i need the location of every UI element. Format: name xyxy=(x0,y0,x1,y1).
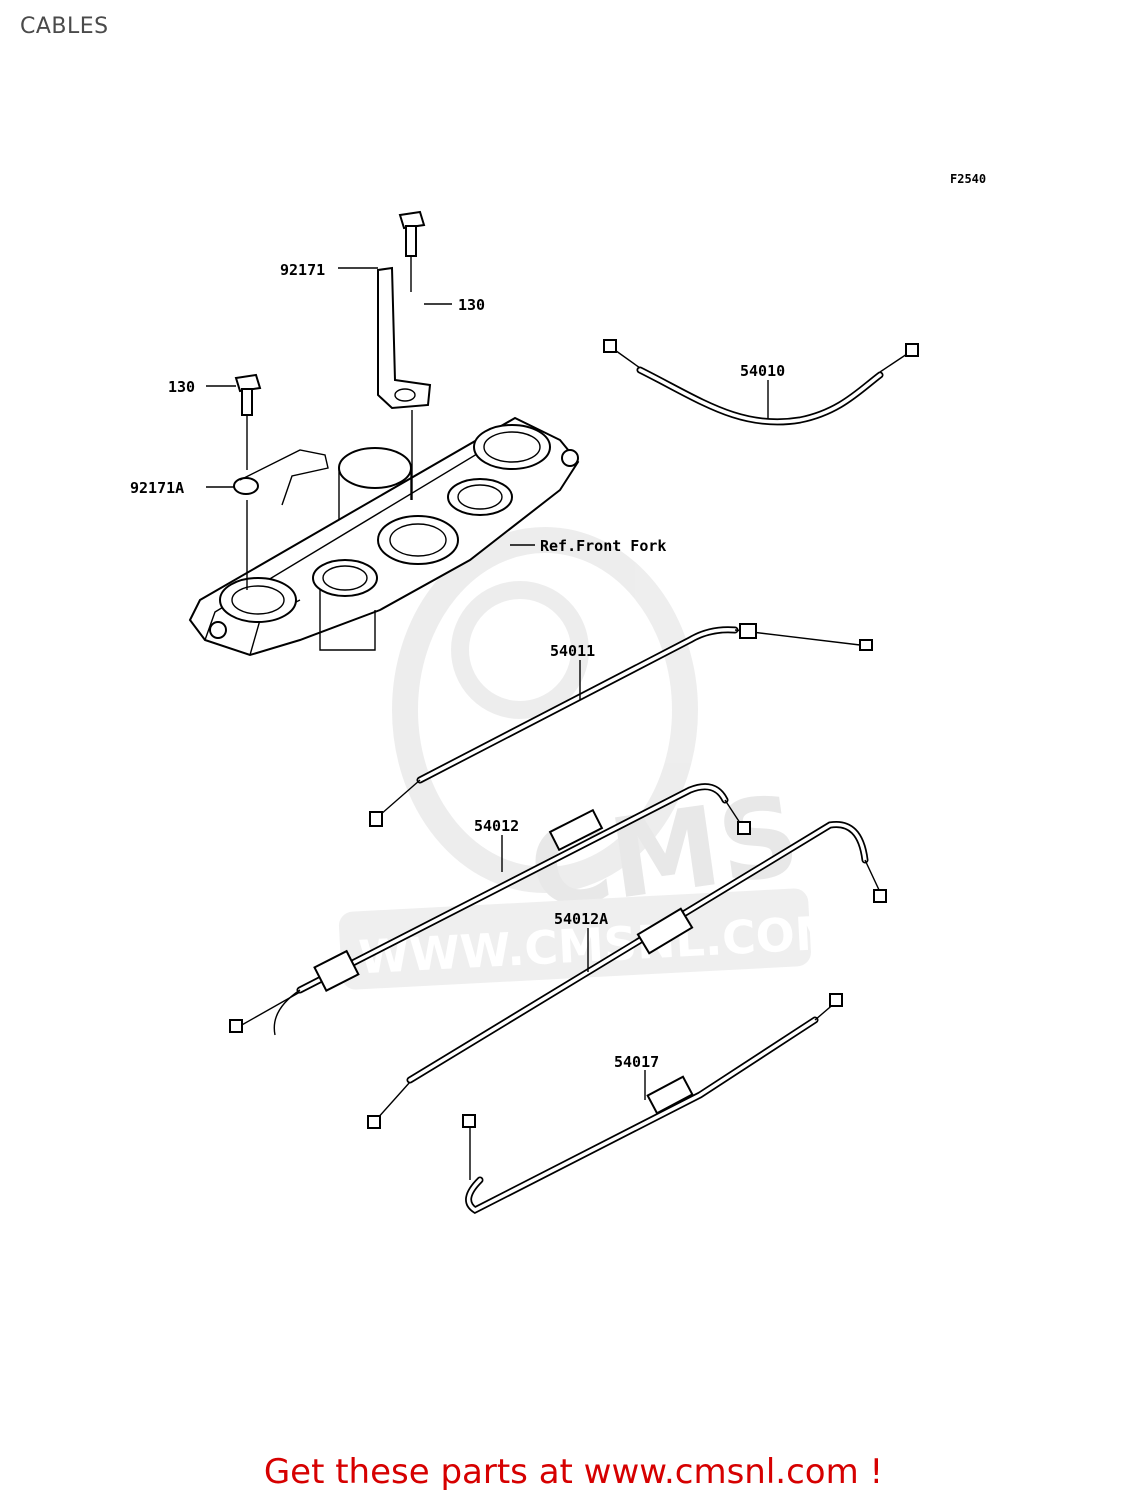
triple-clamp xyxy=(188,416,580,657)
label-54017: 54017 xyxy=(614,1053,659,1071)
cable-54012 xyxy=(229,783,751,1036)
bolt-130-left xyxy=(234,373,262,590)
leader-lines xyxy=(206,267,769,1100)
bolt-130-top xyxy=(398,210,426,292)
parts-diagram: CMS WWW.CMSNL.COM xyxy=(130,210,919,1215)
label-130-left: 130 xyxy=(168,378,195,396)
label-54012: 54012 xyxy=(474,817,519,835)
label-ref-front-fork: Ref.Front Fork xyxy=(540,537,666,555)
label-92171A: 92171A xyxy=(130,479,184,497)
label-54012A: 54012A xyxy=(554,910,608,928)
label-130-top: 130 xyxy=(458,296,485,314)
cable-clamp-92171 xyxy=(377,266,432,500)
page-title: CABLES xyxy=(20,14,109,39)
cable-54012A xyxy=(367,820,887,1129)
label-54011: 54011 xyxy=(550,642,595,660)
label-92171: 92171 xyxy=(280,261,325,279)
cable-54017 xyxy=(462,993,843,1215)
cable-clamp-92171A xyxy=(233,449,329,506)
label-54010: 54010 xyxy=(740,362,785,380)
footer-promo-link[interactable]: Get these parts at www.cmsnl.com ! xyxy=(263,1452,884,1492)
cable-54010 xyxy=(603,339,919,426)
watermark: CMS WWW.CMSNL.COM xyxy=(338,527,842,990)
figure-code: F2540 xyxy=(950,172,987,186)
cable-54011 xyxy=(369,623,873,827)
